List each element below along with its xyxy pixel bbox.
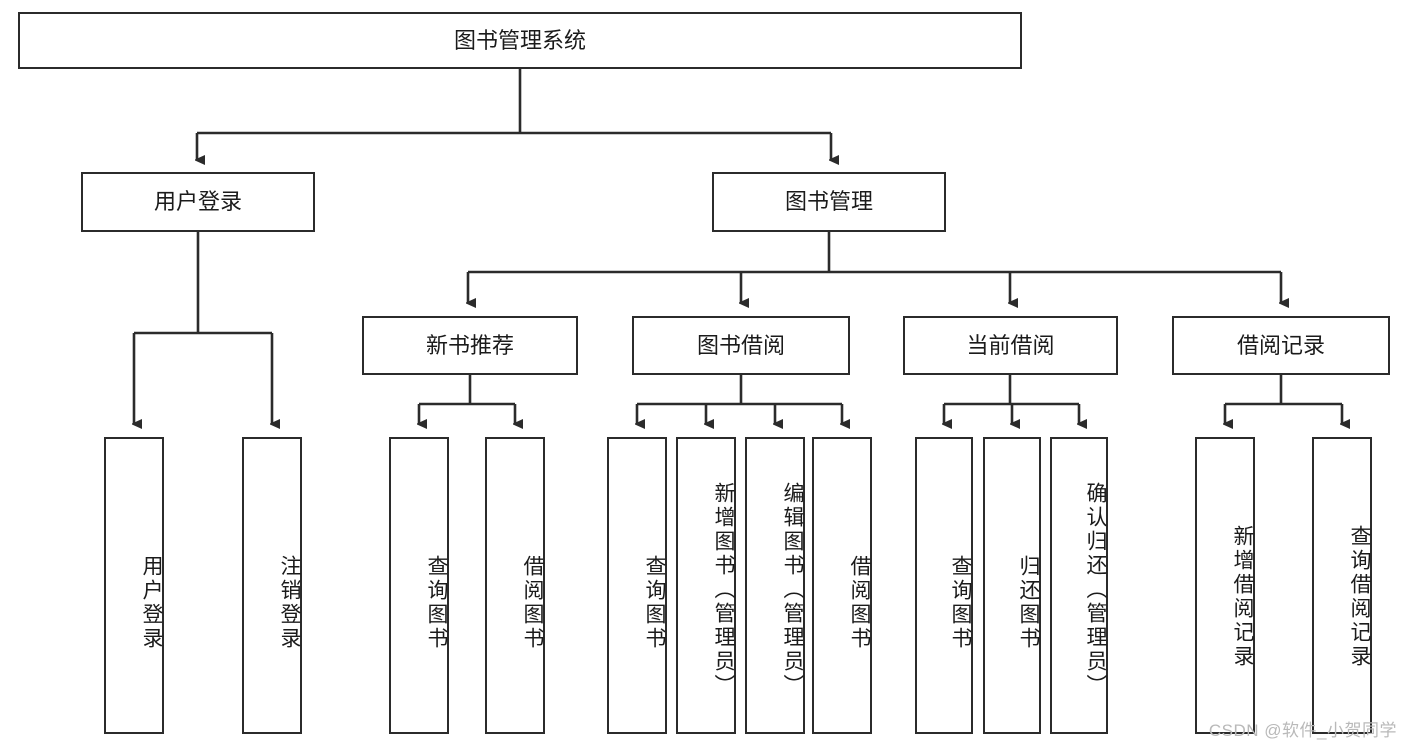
node-new-book-recommend-label: 新书推荐: [425, 332, 514, 358]
node-leaf-edit-book-label: 编辑图书（管理员）: [781, 481, 804, 698]
node-new-book-recommend[interactable]: 新书推荐: [362, 316, 578, 375]
node-leaf-return-book[interactable]: 归还图书: [983, 437, 1041, 734]
node-leaf-add-record[interactable]: 新增借阅记录: [1195, 437, 1255, 734]
node-borrow-record-label: 借阅记录: [1236, 332, 1325, 358]
node-leaf-user-login[interactable]: 用户登录: [104, 437, 164, 734]
node-leaf-add-record-label: 新增借阅记录: [1231, 524, 1254, 669]
node-leaf-query-record[interactable]: 查询借阅记录: [1312, 437, 1372, 734]
node-book-manage-label: 图书管理: [784, 189, 873, 215]
node-root[interactable]: 图书管理系统: [18, 12, 1022, 69]
node-user-login-label: 用户登录: [153, 189, 242, 215]
node-leaf-confirm-return[interactable]: 确认归还（管理员）: [1050, 437, 1108, 734]
node-leaf-query-book-2[interactable]: 查询图书: [607, 437, 667, 734]
node-leaf-borrow-book-2-label: 借阅图书: [848, 554, 871, 651]
node-leaf-query-book-2-label: 查询图书: [643, 554, 666, 651]
node-leaf-edit-book[interactable]: 编辑图书（管理员）: [745, 437, 805, 734]
node-leaf-add-book-label: 新增图书（管理员）: [712, 481, 735, 698]
node-book-borrow[interactable]: 图书借阅: [632, 316, 850, 375]
csdn-watermark: CSDN @软件_小贺同学: [1208, 721, 1397, 740]
node-leaf-logout[interactable]: 注销登录: [242, 437, 302, 734]
node-leaf-logout-label: 注销登录: [278, 554, 301, 651]
node-leaf-query-book-1[interactable]: 查询图书: [389, 437, 449, 734]
node-leaf-query-book-3-label: 查询图书: [949, 554, 972, 651]
node-leaf-borrow-book-1[interactable]: 借阅图书: [485, 437, 545, 734]
node-current-borrow-label: 当前借阅: [966, 332, 1055, 358]
node-leaf-query-book-1-label: 查询图书: [425, 554, 448, 651]
node-user-login[interactable]: 用户登录: [81, 172, 315, 232]
node-leaf-borrow-book-2[interactable]: 借阅图书: [812, 437, 872, 734]
node-leaf-borrow-book-1-label: 借阅图书: [521, 554, 544, 651]
node-book-borrow-label: 图书借阅: [696, 332, 785, 358]
node-leaf-return-book-label: 归还图书: [1017, 554, 1040, 651]
node-book-manage[interactable]: 图书管理: [712, 172, 946, 232]
node-root-label: 图书管理系统: [453, 27, 586, 53]
node-leaf-user-login-label: 用户登录: [140, 554, 163, 651]
node-borrow-record[interactable]: 借阅记录: [1172, 316, 1390, 375]
node-leaf-add-book[interactable]: 新增图书（管理员）: [676, 437, 736, 734]
node-leaf-query-record-label: 查询借阅记录: [1348, 524, 1371, 669]
node-leaf-confirm-return-label: 确认归还（管理员）: [1084, 481, 1107, 698]
node-current-borrow[interactable]: 当前借阅: [903, 316, 1118, 375]
node-leaf-query-book-3[interactable]: 查询图书: [915, 437, 973, 734]
